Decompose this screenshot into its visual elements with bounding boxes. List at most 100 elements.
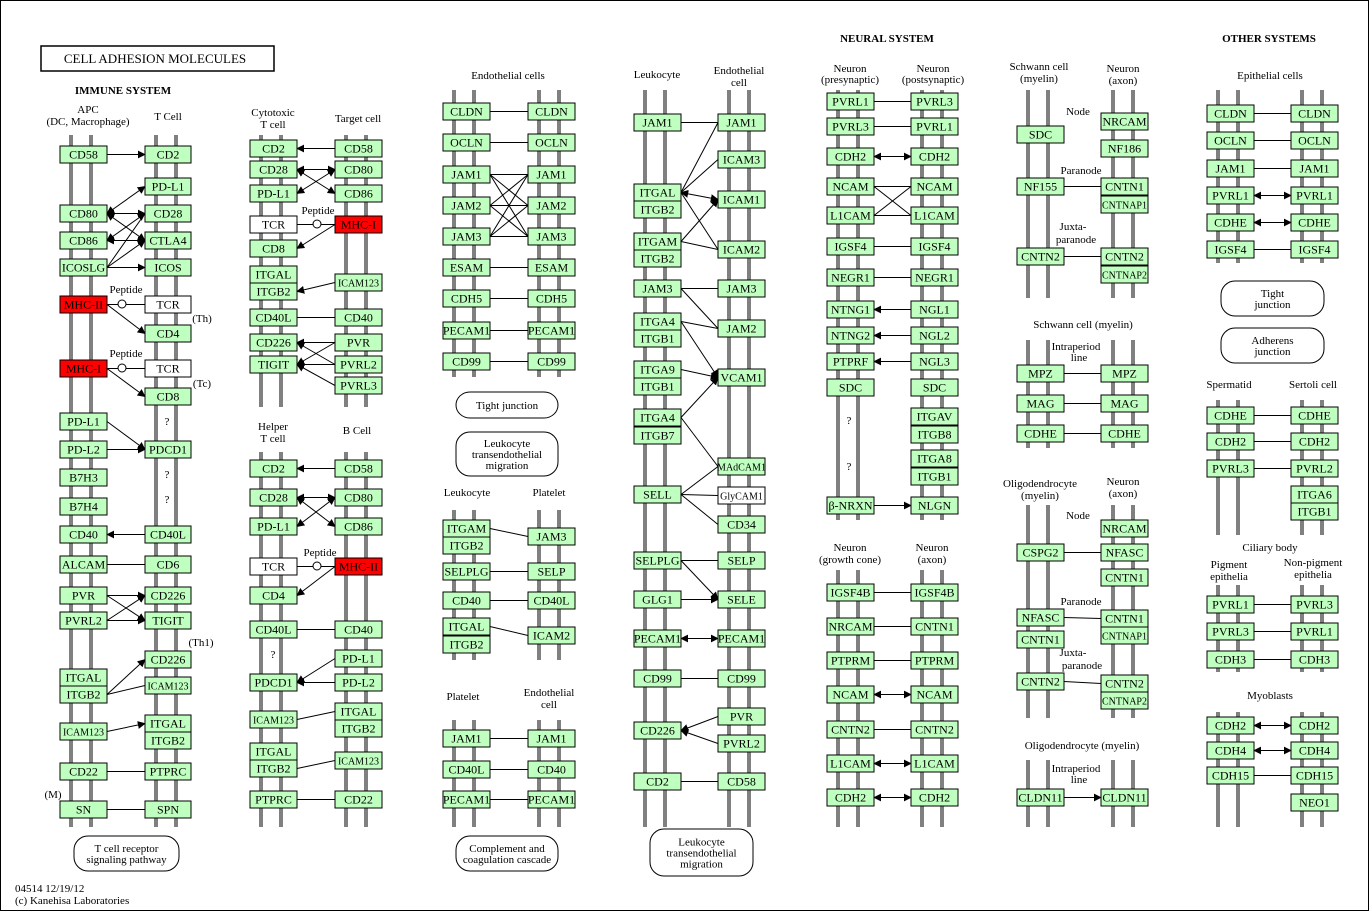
gene-box-g16[interactable] (59, 412, 108, 431)
gene-box-g161[interactable] (826, 237, 875, 256)
gene-box-g124[interactable] (633, 279, 682, 298)
gene-box-g17[interactable] (59, 440, 108, 459)
gene-box-g165[interactable] (826, 300, 875, 319)
gene-box-g95[interactable] (442, 321, 491, 340)
gene-box-g248[interactable] (1290, 716, 1339, 735)
gene-box-g90[interactable] (527, 227, 576, 246)
gene-box-g13[interactable] (59, 359, 108, 378)
gene-box-g43[interactable] (334, 160, 383, 179)
gene-box-g78[interactable] (334, 751, 383, 770)
gene-box-g31[interactable] (59, 685, 108, 704)
gene-box-g20[interactable] (59, 497, 108, 516)
gene-box-g22[interactable] (144, 525, 192, 544)
gene-box-g106[interactable] (442, 617, 491, 636)
pathway-lte2-link[interactable] (649, 828, 754, 877)
pathway-tight1-link[interactable] (455, 391, 559, 419)
gene-box-g251[interactable] (1206, 766, 1255, 785)
gene-box-g114[interactable] (527, 790, 576, 809)
gene-box-g252[interactable] (1290, 766, 1339, 785)
gene-box-g68[interactable] (249, 620, 298, 639)
gene-box-g6[interactable] (59, 231, 108, 250)
pathway-tcr-link[interactable] (73, 835, 180, 872)
gene-box-g10[interactable] (59, 295, 108, 314)
gene-box-g194[interactable] (1100, 112, 1149, 131)
gene-box-g139[interactable] (717, 551, 766, 570)
gene-box-g240[interactable] (1290, 502, 1339, 521)
gene-box-g138[interactable] (633, 551, 682, 570)
gene-box-g186[interactable] (910, 685, 959, 704)
gene-box-g143[interactable] (717, 629, 766, 648)
gene-box-g136[interactable] (717, 486, 766, 505)
gene-box-g238[interactable] (1290, 459, 1339, 478)
gene-box-g54[interactable] (249, 333, 298, 352)
gene-box-g85[interactable] (442, 165, 491, 184)
gene-box-g94[interactable] (527, 289, 576, 308)
gene-box-g113[interactable] (442, 790, 491, 809)
gene-box-g246[interactable] (1290, 650, 1339, 669)
gene-box-g65[interactable] (249, 557, 298, 576)
gene-box-g241[interactable] (1206, 595, 1255, 614)
gene-box-g116[interactable] (717, 113, 766, 132)
gene-box-g249[interactable] (1206, 741, 1255, 760)
gene-box-g216[interactable] (1016, 672, 1065, 691)
gene-box-g15[interactable] (144, 387, 192, 406)
gene-box-g223[interactable] (1206, 131, 1255, 150)
gene-box-g89[interactable] (442, 227, 491, 246)
gene-box-g117[interactable] (717, 150, 766, 169)
gene-box-g56[interactable] (249, 355, 298, 374)
gene-box-g59[interactable] (249, 459, 298, 478)
gene-box-g26[interactable] (144, 586, 192, 605)
gene-box-g179[interactable] (826, 583, 875, 602)
gene-box-g182[interactable] (910, 617, 959, 636)
gene-box-g153[interactable] (826, 117, 875, 136)
gene-box-g119[interactable] (633, 200, 682, 219)
gene-box-g175[interactable] (910, 449, 959, 468)
gene-box-g35[interactable] (144, 731, 192, 750)
gene-box-g195[interactable] (1100, 139, 1149, 158)
gene-box-g37[interactable] (144, 762, 192, 781)
gene-box-g244[interactable] (1290, 622, 1339, 641)
gene-box-g243[interactable] (1206, 622, 1255, 641)
gene-box-g36[interactable] (59, 762, 108, 781)
gene-box-g125[interactable] (717, 279, 766, 298)
gene-box-g75[interactable] (334, 719, 383, 738)
gene-box-g150[interactable] (717, 772, 766, 791)
gene-box-g230[interactable] (1290, 213, 1339, 232)
gene-box-g225[interactable] (1206, 159, 1255, 178)
gene-box-g58[interactable] (334, 376, 383, 395)
gene-box-g25[interactable] (59, 586, 108, 605)
gene-box-g197[interactable] (1100, 177, 1149, 196)
gene-box-g157[interactable] (826, 177, 875, 196)
gene-box-g79[interactable] (249, 790, 298, 809)
gene-box-g81[interactable] (442, 102, 491, 121)
gene-box-g144[interactable] (633, 669, 682, 688)
gene-box-g105[interactable] (527, 591, 576, 610)
gene-box-g168[interactable] (910, 326, 959, 345)
gene-box-g24[interactable] (144, 555, 192, 574)
gene-box-g193[interactable] (1016, 125, 1065, 144)
gene-box-g100[interactable] (442, 536, 491, 555)
gene-box-g108[interactable] (527, 626, 576, 645)
gene-box-g180[interactable] (910, 583, 959, 602)
gene-box-g86[interactable] (527, 165, 576, 184)
gene-box-g92[interactable] (527, 258, 576, 277)
gene-box-g19[interactable] (59, 468, 108, 487)
gene-box-g146[interactable] (633, 721, 682, 740)
gene-box-g14[interactable] (144, 359, 192, 378)
gene-box-g224[interactable] (1290, 131, 1339, 150)
gene-box-g245[interactable] (1206, 650, 1255, 669)
gene-box-g231[interactable] (1206, 240, 1255, 259)
gene-box-g9[interactable] (144, 258, 192, 277)
gene-box-g185[interactable] (826, 685, 875, 704)
gene-box-g1[interactable] (59, 145, 108, 164)
gene-box-g70[interactable] (334, 649, 383, 668)
gene-box-g134[interactable] (717, 457, 766, 476)
gene-box-g91[interactable] (442, 258, 491, 277)
gene-box-g145[interactable] (717, 669, 766, 688)
gene-box-g93[interactable] (442, 289, 491, 308)
gene-box-g84[interactable] (527, 133, 576, 152)
gene-box-g57[interactable] (334, 355, 383, 374)
gene-box-g137[interactable] (717, 515, 766, 534)
gene-box-g210[interactable] (1100, 543, 1149, 562)
gene-box-g141[interactable] (717, 590, 766, 609)
